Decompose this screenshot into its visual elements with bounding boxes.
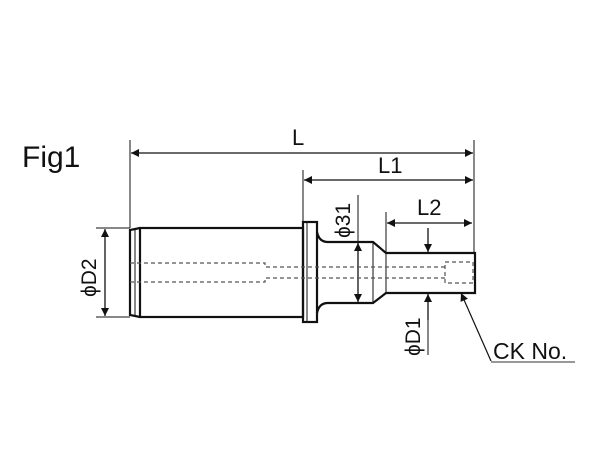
hidden-bore-lines bbox=[130, 261, 474, 284]
part-outline bbox=[128, 220, 477, 324]
label-L1: L1 bbox=[378, 153, 402, 178]
label-L2: L2 bbox=[417, 195, 441, 220]
ck-leader-line bbox=[460, 292, 575, 363]
label-phi31: ϕ31 bbox=[332, 203, 355, 238]
label-phiD1: ϕD1 bbox=[402, 317, 425, 356]
label-phiD2: ϕD2 bbox=[78, 258, 101, 297]
ck-number-label: CK No. bbox=[493, 338, 567, 364]
extension-lines bbox=[96, 140, 475, 355]
figure-title: Fig1 bbox=[22, 141, 80, 174]
label-L: L bbox=[292, 125, 304, 150]
